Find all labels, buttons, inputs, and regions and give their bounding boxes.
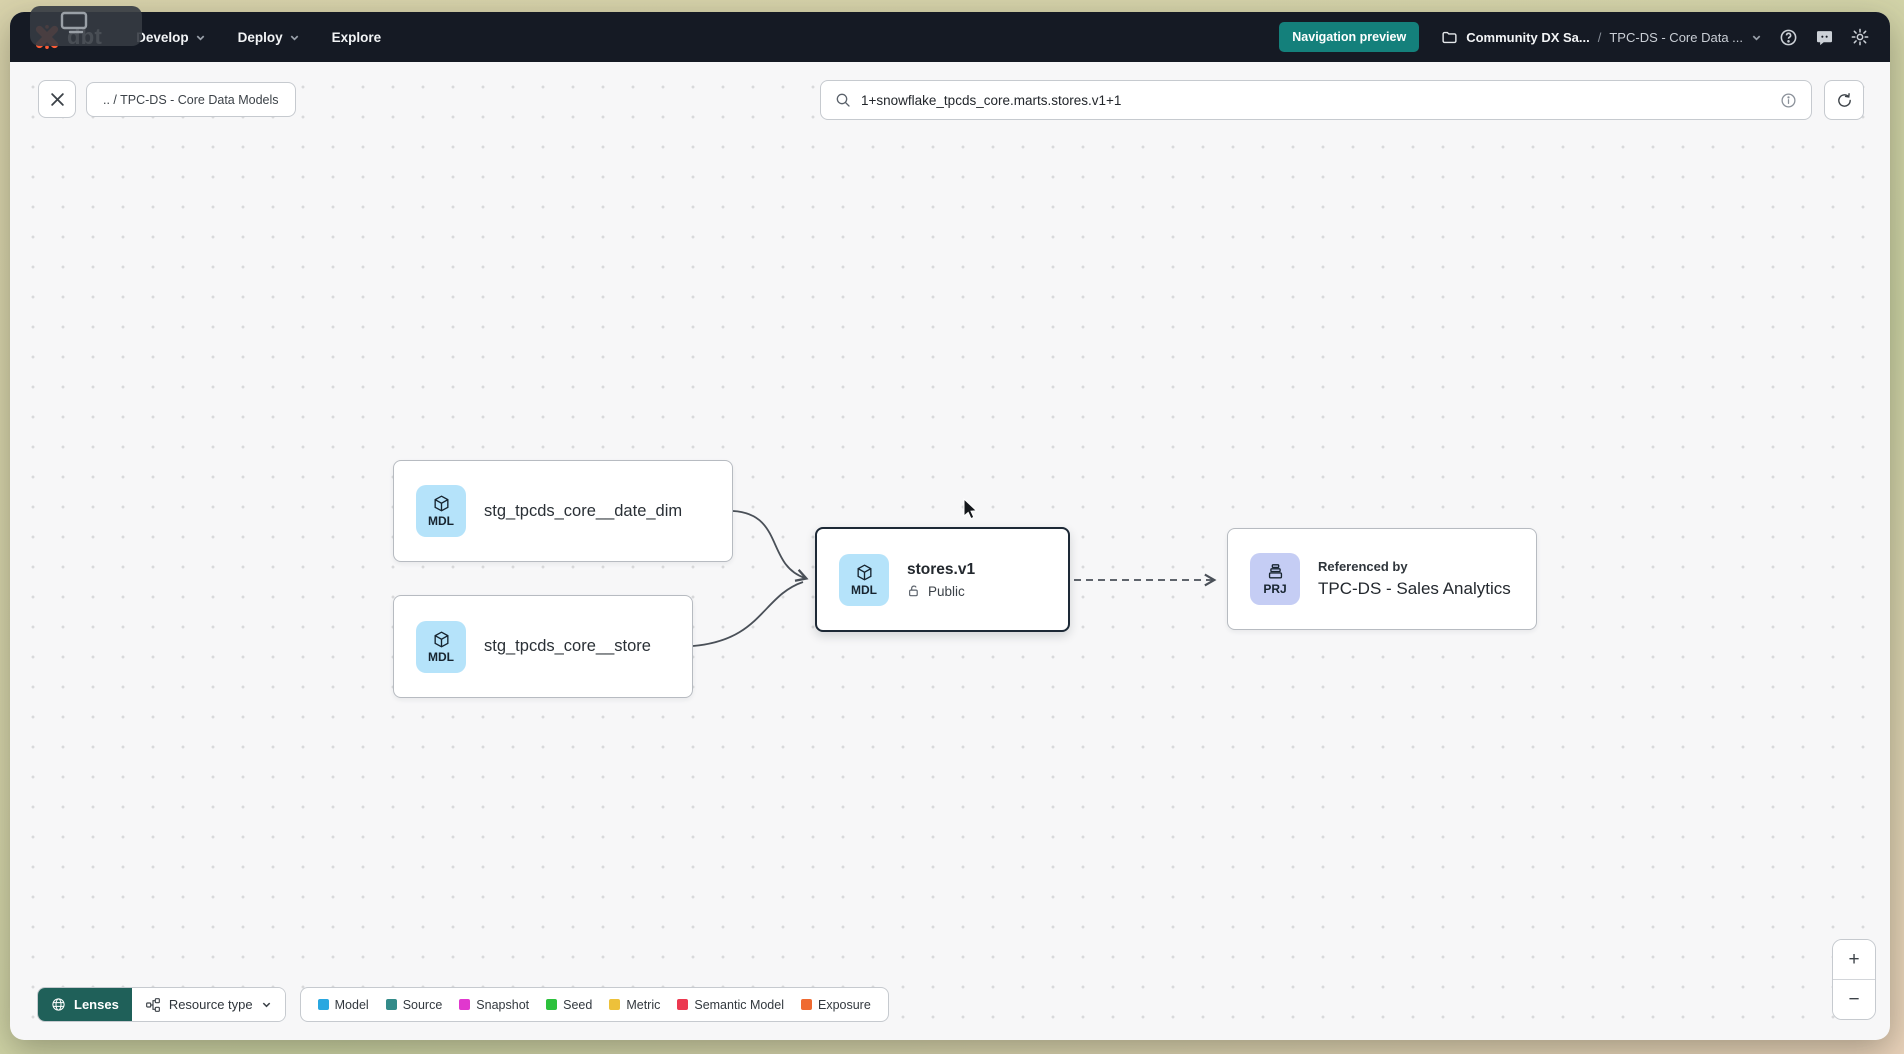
node-stores-v1[interactable]: MDL stores.v1 Public [815, 527, 1070, 632]
lineage-footer-controls: Lenses Resource type Model Source [37, 987, 889, 1022]
legend-swatch [459, 999, 471, 1010]
project-stack-icon [1268, 564, 1282, 579]
breadcrumb-account: Community DX Sa... [1466, 29, 1590, 45]
node-label: stg_tpcds_core__date_dim [484, 501, 683, 520]
resource-type-dropdown[interactable]: Resource type [131, 988, 285, 1021]
resource-type-icon [145, 997, 160, 1012]
legend-swatch [385, 999, 397, 1010]
legend-label: Snapshot [476, 997, 530, 1012]
zoom-divider [1833, 979, 1875, 980]
lenses-label: Lenses [74, 997, 119, 1012]
main-menu: Develop Deploy Explore [136, 30, 381, 45]
folder-icon [1442, 31, 1457, 43]
model-badge-label: MDL [428, 649, 454, 664]
chevron-down-icon [1752, 35, 1761, 41]
model-badge: MDL [416, 620, 466, 673]
top-navbar: dbt Develop Deploy Explore Navigation pr… [10, 12, 1890, 62]
legend-item-source: Source [385, 997, 443, 1012]
legend-item-semantic-model: Semantic Model [677, 998, 784, 1012]
project-badge: PRJ [1250, 553, 1300, 605]
node-access: Public [907, 584, 975, 599]
node-stg-tpcds-core-date-dim[interactable]: MDL stg_tpcds_core__date_dim [393, 460, 733, 562]
nav-menu-deploy-label: Deploy [237, 29, 283, 45]
legend-item-seed: Seed [546, 998, 592, 1012]
legend-swatch [800, 999, 812, 1010]
legend-swatch [609, 999, 621, 1010]
breadcrumb[interactable]: Community DX Sa... / TPC-DS - Core Data … [1441, 29, 1762, 46]
chevron-down-icon [196, 35, 204, 41]
nav-menu-explore-label: Explore [331, 29, 382, 45]
access-label: Public [928, 583, 965, 599]
legend-label: Source [402, 997, 443, 1012]
lineage-search-bar [820, 80, 1812, 120]
legend-swatch [317, 999, 329, 1010]
node-label: stg_tpcds_core__store [484, 637, 651, 655]
resource-legend: Model Source Snapshot Seed Metric Semant… [299, 987, 889, 1022]
project-badge-label: PRJ [1263, 582, 1287, 596]
model-cube-icon [433, 495, 449, 512]
zoom-out-button[interactable]: − [1833, 980, 1875, 1019]
zoom-in-button[interactable]: + [1833, 940, 1875, 979]
refresh-lineage-button[interactable] [1824, 80, 1864, 120]
help-icon[interactable] [1778, 27, 1798, 47]
node-label: TPC-DS - Sales Analytics [1318, 579, 1511, 598]
lenses-button[interactable]: Lenses [38, 988, 132, 1021]
resource-type-label: Resource type [168, 997, 253, 1012]
legend-label: Semantic Model [694, 997, 784, 1012]
nav-menu-deploy[interactable]: Deploy [238, 30, 300, 45]
node-stg-tpcds-core-store[interactable]: MDL stg_tpcds_core__store [393, 595, 693, 698]
model-badge-label: MDL [428, 514, 454, 528]
lineage-context-chip[interactable]: .. / TPC-DS - Core Data Models [86, 82, 296, 117]
legend-swatch [677, 999, 689, 1010]
settings-gear-icon[interactable] [1850, 27, 1870, 47]
legend-label: Model [334, 997, 369, 1012]
close-lineage-button[interactable] [38, 80, 76, 118]
info-icon[interactable] [1780, 92, 1797, 109]
breadcrumb-separator: / [1597, 29, 1602, 45]
legend-item-metric: Metric [609, 998, 660, 1012]
canvas-zoom-controls: + − [1832, 939, 1876, 1020]
legend-label: Metric [626, 997, 661, 1012]
nav-menu-develop-label: Develop [136, 29, 189, 45]
model-badge: MDL [839, 553, 889, 606]
node-kicker: Referenced by [1318, 559, 1408, 574]
breadcrumb-project: TPC-DS - Core Data ... [1609, 29, 1743, 45]
search-icon [836, 93, 850, 107]
lens-controls: Lenses Resource type [37, 987, 286, 1022]
shared-screen-icon [60, 11, 88, 34]
legend-item-exposure: Exposure [800, 997, 871, 1012]
unlock-icon [909, 585, 918, 597]
feedback-chat-icon[interactable] [1814, 27, 1834, 47]
legend-swatch [546, 999, 558, 1010]
model-badge-label: MDL [851, 582, 877, 597]
legend-item-model: Model [317, 997, 369, 1012]
nav-menu-explore[interactable]: Explore [332, 30, 382, 45]
nav-menu-develop[interactable]: Develop [136, 30, 206, 45]
selector-search-input[interactable] [861, 92, 1770, 108]
chevron-down-icon [290, 35, 298, 41]
close-icon [50, 92, 64, 106]
lens-globe-icon [52, 998, 65, 1011]
navigation-preview-badge[interactable]: Navigation preview [1279, 22, 1420, 52]
chevron-down-icon [262, 1002, 270, 1008]
node-label: stores.v1 [907, 560, 976, 578]
node-referenced-by-project[interactable]: PRJ Referenced by TPC-DS - Sales Analyti… [1227, 528, 1537, 630]
model-badge: MDL [416, 485, 466, 537]
legend-label: Seed [563, 997, 593, 1012]
app-window: dbt Develop Deploy Explore Navigation pr… [10, 12, 1890, 1040]
legend-label: Exposure [817, 997, 871, 1012]
model-cube-icon [433, 630, 449, 648]
legend-item-snapshot: Snapshot [459, 998, 529, 1012]
refresh-icon [1837, 92, 1851, 107]
screen-share-indicator[interactable] [30, 6, 142, 46]
model-cube-icon [856, 563, 872, 581]
